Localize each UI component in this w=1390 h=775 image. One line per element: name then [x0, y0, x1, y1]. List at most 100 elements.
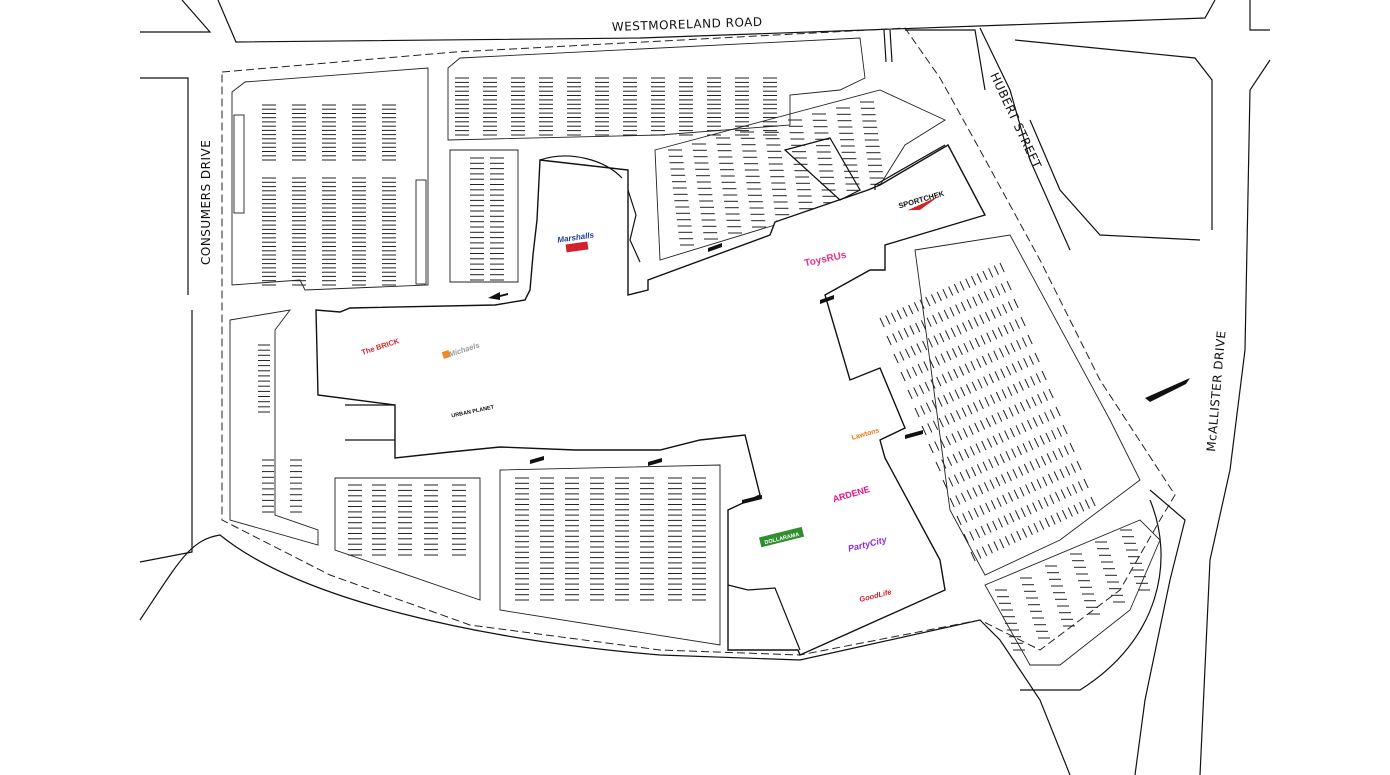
parking-stall: [1033, 522, 1039, 533]
parking-stall: [968, 425, 974, 435]
parking-stall: [950, 412, 956, 423]
parking-stall: [923, 361, 929, 371]
parking-stall: [945, 435, 951, 446]
parking-stall: [931, 399, 937, 410]
parking-stall: [1041, 370, 1047, 381]
building-detail-b: [627, 189, 641, 263]
parking-stall: [1053, 471, 1059, 481]
parking-stall: [959, 471, 965, 482]
parking-stall: [1030, 481, 1036, 492]
parking-stall: [995, 285, 1001, 296]
parking-stall: [985, 502, 991, 513]
building-detail-a: [539, 155, 623, 179]
parking-stall: [908, 304, 914, 315]
hubert-diagonal: [905, 29, 986, 91]
parking-stall: [941, 459, 947, 469]
parking-stall: [1032, 502, 1038, 512]
parking-stall: [1044, 411, 1050, 422]
building-detail-c: [783, 137, 861, 201]
westmoreland-road-south-edge: [217, 0, 1216, 43]
parking-stall: [967, 319, 973, 330]
parking-stall: [951, 348, 958, 358]
parking-stall: [967, 404, 973, 415]
parking-stall: [1016, 339, 1022, 350]
parking-stall: [959, 281, 965, 291]
roads: [139, 0, 1271, 775]
parking-stall: [902, 307, 908, 317]
parking-stall: [1022, 443, 1028, 453]
parking-stall: [992, 435, 998, 446]
parking-stall: [1013, 489, 1019, 500]
parking-stall: [973, 317, 979, 327]
parking-stall: [1017, 360, 1023, 371]
parking-stall: [1043, 497, 1049, 507]
parking-stall: [1006, 471, 1012, 482]
parking-stall: [955, 410, 961, 420]
parking-stall: [1051, 429, 1057, 440]
parking-stall: [954, 389, 960, 399]
pylon-sign-icon: [1145, 378, 1190, 402]
parking-stall: [897, 330, 904, 341]
east-lower-road: [1020, 499, 1162, 691]
building-detail-f: [345, 404, 395, 441]
parking-stall: [981, 355, 987, 366]
parking-stall: [885, 315, 891, 325]
parking-stall: [1090, 496, 1096, 507]
parking-stall: [977, 378, 983, 389]
parking-stall: [1014, 319, 1020, 329]
parking-stall: [1002, 409, 1008, 420]
parking-stall: [1045, 432, 1051, 443]
parking-stall: [981, 546, 988, 557]
parking-stall: [1039, 520, 1045, 530]
parking-stall: [977, 293, 984, 304]
parking-stall: [952, 453, 958, 464]
parking-stall: [987, 543, 993, 554]
parking-stall: [930, 379, 936, 389]
parking-stall: [1033, 437, 1040, 448]
parking-stall: [1021, 422, 1027, 433]
mcallister-drive-west: [1134, 489, 1186, 775]
parking-stall: [929, 358, 935, 369]
parking-stall: [1009, 512, 1015, 523]
parking-stall: [936, 376, 942, 387]
parking-stall: [914, 407, 920, 418]
parking-stall: [978, 484, 984, 495]
parking-stall: [1001, 389, 1007, 399]
parking-stall: [987, 353, 993, 363]
parking-stall: [974, 337, 980, 348]
parking-stall: [932, 420, 939, 431]
parking-stall: [986, 332, 992, 343]
parking-stall: [955, 304, 961, 314]
parking-stall: [993, 541, 999, 551]
parking-stall: [1025, 399, 1031, 409]
entrance-arrow-icon: [530, 456, 544, 464]
south-road-curve: [139, 534, 1071, 775]
parking-stall: [993, 265, 999, 275]
parking-stall: [1019, 401, 1026, 412]
building-detail-e: [727, 584, 801, 651]
parking-stall: [956, 515, 962, 526]
parking-stall: [1028, 355, 1034, 365]
landscape-strip-center: [415, 179, 427, 285]
parking-stall: [963, 533, 969, 544]
parking-stall: [940, 353, 946, 363]
parking-stall: [918, 384, 925, 395]
parking-stall: [969, 531, 975, 541]
parking-stall: [1027, 334, 1033, 345]
parking-stall: [1044, 517, 1050, 528]
parking-stall: [937, 397, 943, 407]
parking-stall: [1003, 324, 1009, 335]
parking-stall: [907, 389, 913, 400]
parking-stall: [1031, 396, 1037, 407]
parking-stall: [1012, 468, 1018, 479]
parking-stall: [1004, 430, 1010, 440]
parking-stall: [1003, 515, 1009, 525]
parking-stall: [969, 340, 975, 350]
parking-stall: [988, 267, 994, 278]
parking-stall: [963, 342, 969, 353]
parking-stall: [1019, 486, 1025, 497]
parking-stall: [899, 351, 905, 361]
parking-stall: [1058, 447, 1064, 458]
hubert-street-mid: [1029, 119, 1201, 241]
